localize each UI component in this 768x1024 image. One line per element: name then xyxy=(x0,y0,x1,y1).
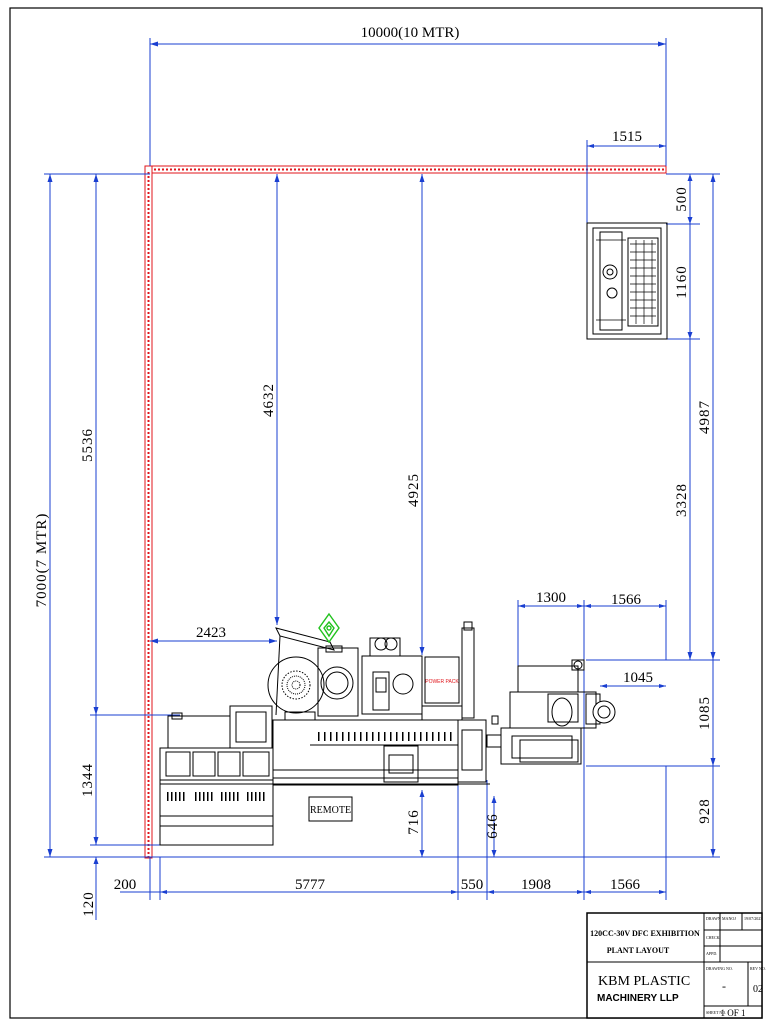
company-name-line1: KBM PLASTIC xyxy=(598,974,690,989)
drawn-value: MANOJ xyxy=(722,916,736,921)
dimension-lines xyxy=(44,38,720,920)
project-title-line1: 120CC-30V DFC EXHIBITION xyxy=(590,929,700,938)
checked-label: CHECK xyxy=(706,935,720,940)
dim-500: 500 xyxy=(674,186,690,212)
dim-928: 928 xyxy=(697,798,713,824)
dim-5777: 5777 xyxy=(295,877,326,893)
drawing-frame xyxy=(9,7,763,1019)
dim-1515: 1515 xyxy=(612,129,642,145)
drawing-no-label: DRAWING NO. xyxy=(706,966,733,971)
drawing-no-value: - xyxy=(722,979,726,993)
dim-1160: 1160 xyxy=(674,265,690,298)
dim-716: 716 xyxy=(406,809,422,835)
power-pack-label: POWER PACK xyxy=(425,679,459,685)
dim-550: 550 xyxy=(461,877,484,893)
sheet-label: SHEET NO. xyxy=(706,1010,726,1015)
dim-200: 200 xyxy=(114,877,137,893)
rev-value: 02 xyxy=(753,984,763,995)
rev-label: REV NO. xyxy=(750,966,766,971)
dim-4925: 4925 xyxy=(406,473,422,507)
dim-1300: 1300 xyxy=(536,590,566,606)
dim-2423: 2423 xyxy=(196,625,226,641)
dim-646: 646 xyxy=(485,813,501,839)
dim-3328: 3328 xyxy=(674,483,690,517)
dim-1566-top: 1566 xyxy=(611,592,642,608)
dim-1344: 1344 xyxy=(80,763,96,797)
dim-5536: 5536 xyxy=(80,428,96,462)
title-block: 120CC-30V DFC EXHIBITION PLANT LAYOUT DR… xyxy=(586,912,766,1019)
dim-120: 120 xyxy=(81,891,97,917)
remote-box: REMOTE xyxy=(308,796,353,822)
dim-total-width: 10000(10 MTR) xyxy=(361,25,460,41)
dim-4632: 4632 xyxy=(261,383,277,417)
approved-label: APPD. xyxy=(706,951,717,956)
green-marker-icon xyxy=(318,612,340,644)
remote-label: REMOTE xyxy=(310,805,351,816)
sheet-value: 1 OF 1 xyxy=(720,1008,745,1018)
dim-1085: 1085 xyxy=(697,696,713,730)
date-value: 19/07/2023 xyxy=(744,916,762,921)
dim-1566-bottom: 1566 xyxy=(610,877,641,893)
dim-1908: 1908 xyxy=(521,877,551,893)
dim-total-height: 7000(7 MTR) xyxy=(34,513,50,608)
drawn-label: DRAWN xyxy=(706,916,721,921)
boundary-wall xyxy=(144,165,667,859)
top-right-equipment xyxy=(586,222,668,340)
company-name-line2: MACHINERY LLP xyxy=(597,993,679,1004)
main-machine-line: POWER PACK xyxy=(159,621,616,846)
dim-1045: 1045 xyxy=(623,670,653,686)
dim-4987: 4987 xyxy=(697,400,713,434)
project-title-line2: PLANT LAYOUT xyxy=(607,946,670,955)
dimension-labels: 10000(10 MTR) 1515 7000(7 MTR) 5536 1344… xyxy=(34,25,713,917)
